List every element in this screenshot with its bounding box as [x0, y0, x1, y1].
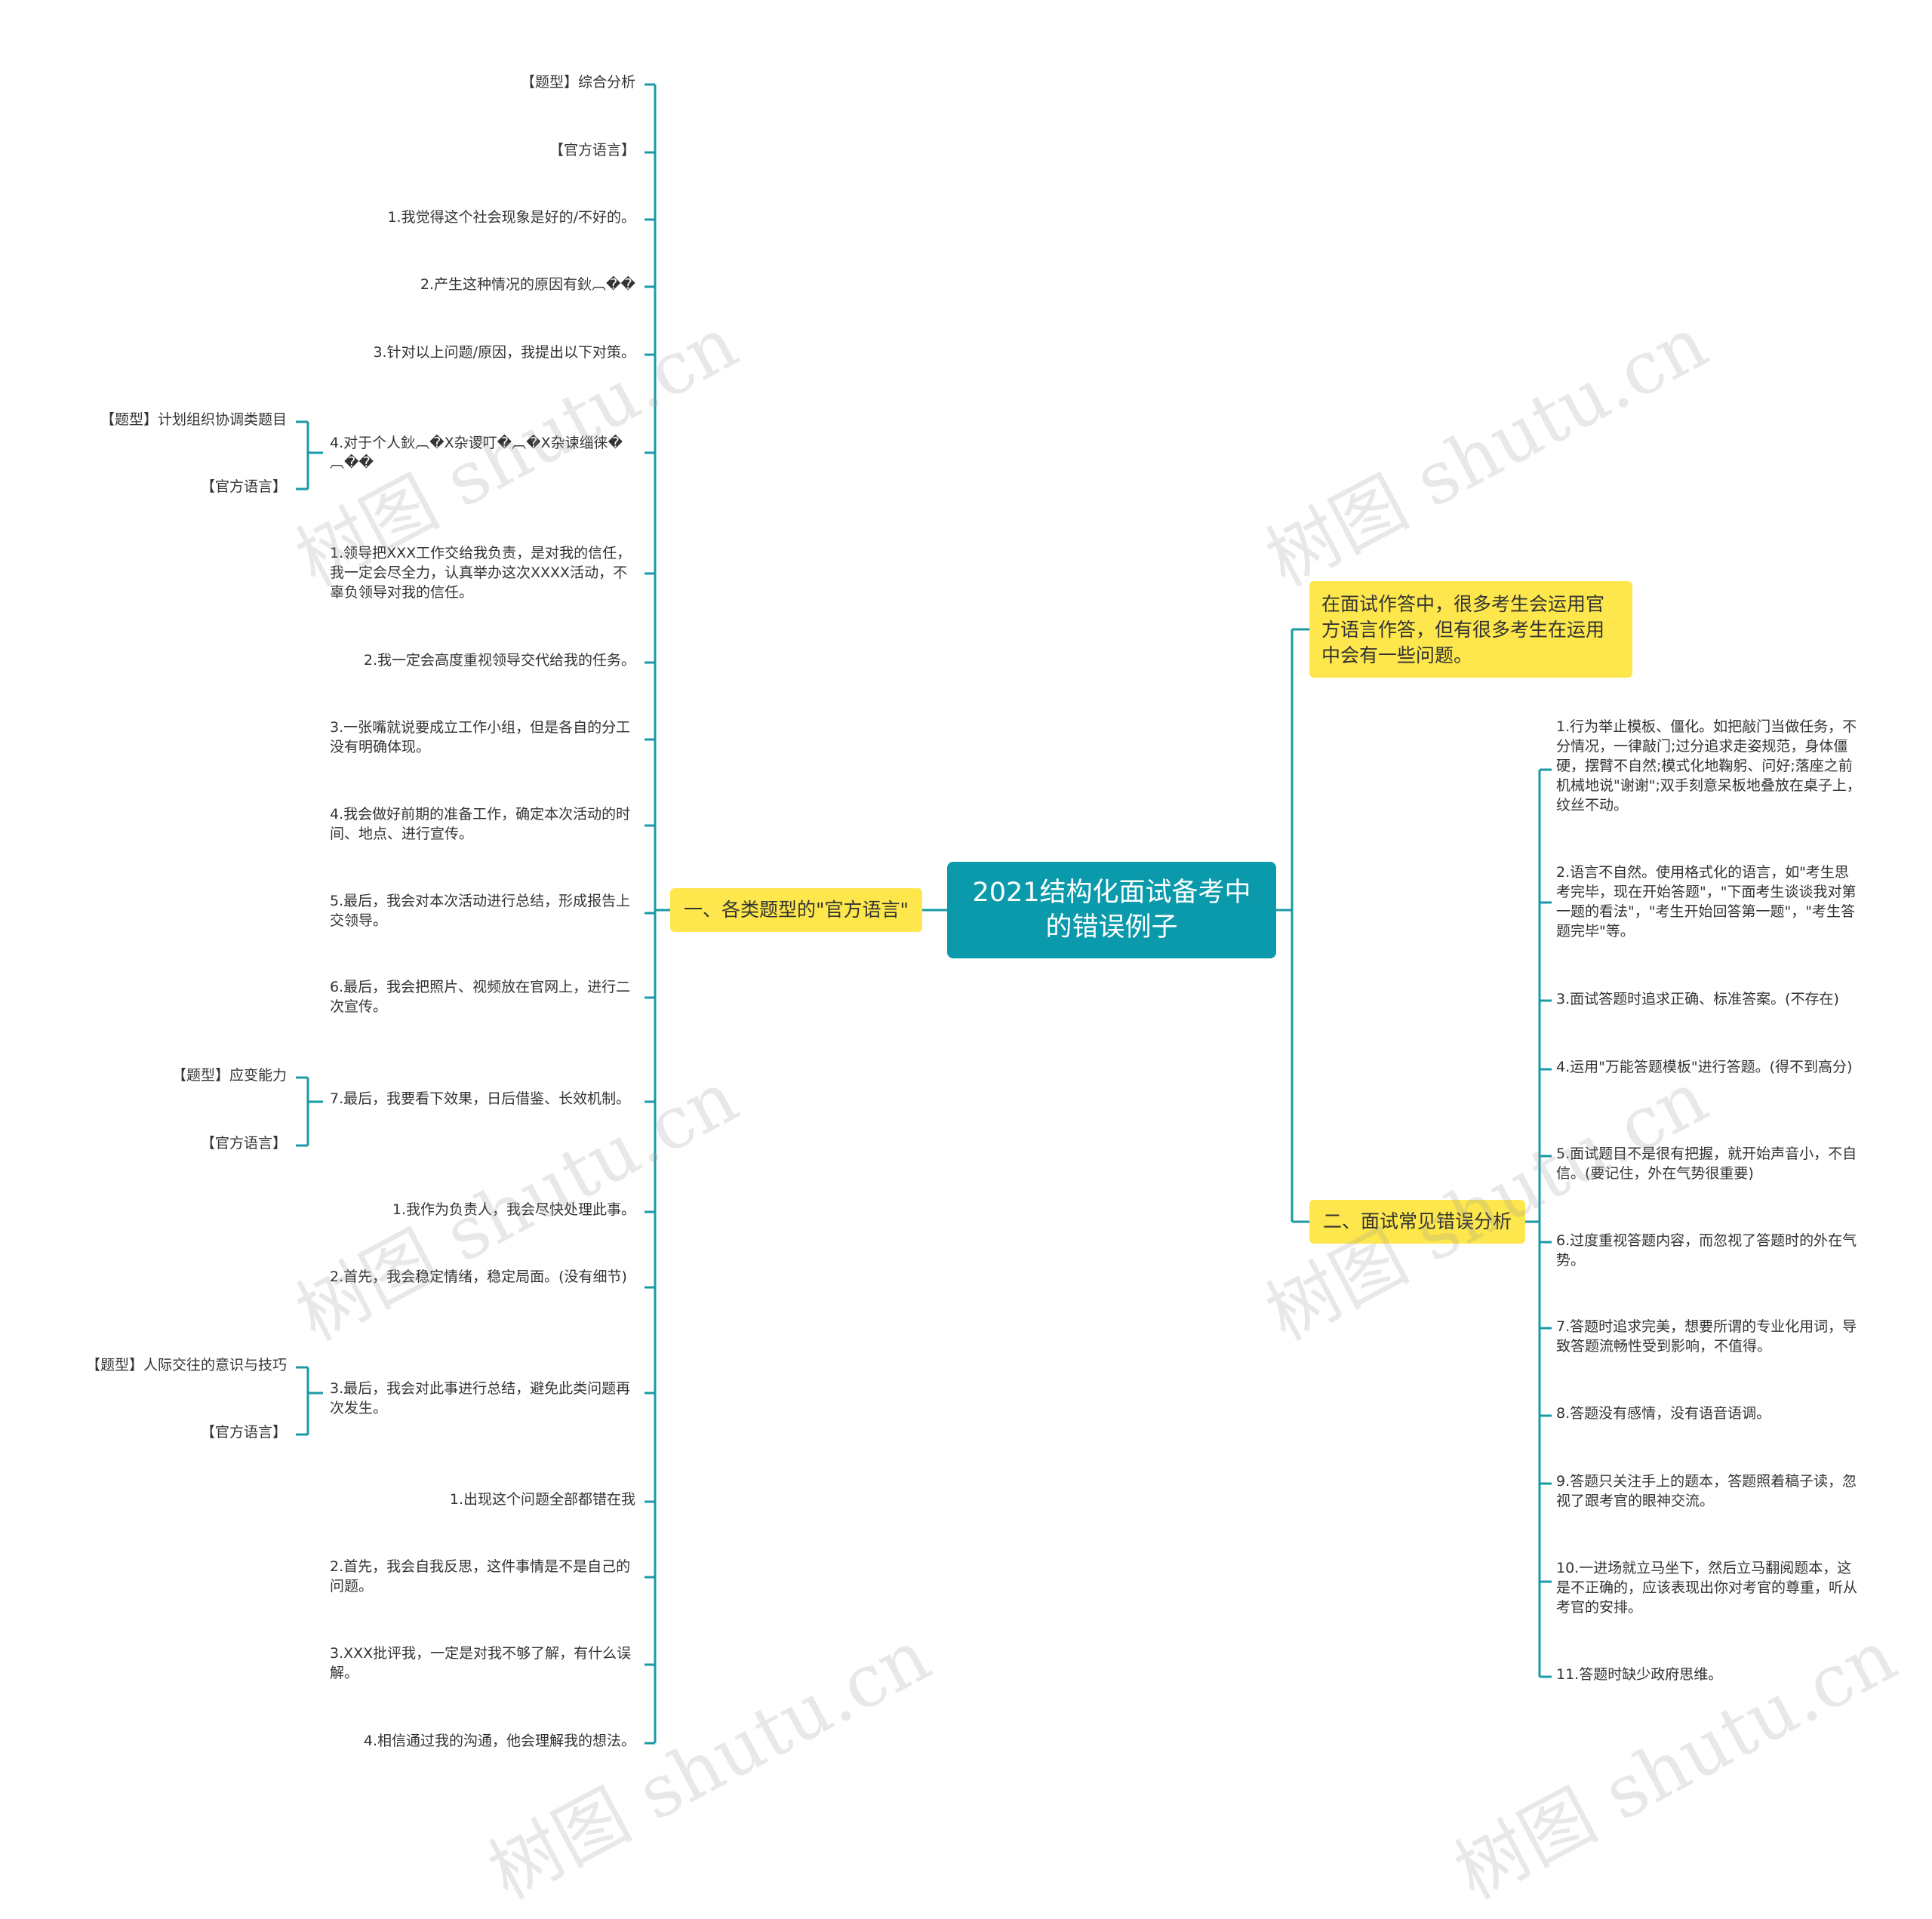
left-leaf[interactable]: 5.最后，我会对本次活动进行总结，形成报告上交领导。: [330, 893, 631, 929]
left-leaf[interactable]: 1.领导把XXX工作交给我负责，是对我的信任，我一定会尽全力，认真举办这次XXX…: [330, 545, 632, 601]
right-leaf[interactable]: 5.面试题目不是很有把握，就开始声音小，不自信。(要记住，外在气势很重要): [1556, 1146, 1857, 1182]
mindmap-connectors: [296, 83, 1552, 1745]
right-leaf[interactable]: 8.答题没有感情，没有语音语调。: [1556, 1405, 1771, 1422]
sub-leaf[interactable]: 【官方语言】: [200, 1424, 287, 1441]
right-top-label: 在面试作答中，很多考生会运用官方语言作答，但有很多考生在运用中会有一些问题。: [1321, 593, 1605, 666]
sub-leaf[interactable]: 【题型】计划组织协调类题目: [100, 411, 287, 428]
left-leaf[interactable]: 【题型】综合分析: [520, 74, 635, 91]
right-leaf[interactable]: 6.过度重视答题内容，而忽视了答题时的外在气势。: [1556, 1232, 1857, 1269]
right-branch-label: 二、面试常见错误分析: [1322, 1210, 1512, 1232]
left-leaf[interactable]: 7.最后，我要看下效果，日后借鉴、长效机制。: [330, 1090, 631, 1107]
left-leaf[interactable]: 4.我会做好前期的准备工作，确定本次活动的时间、地点、进行宣传。: [330, 806, 631, 842]
left-leaf[interactable]: 【官方语言】: [549, 142, 635, 158]
right-leaf[interactable]: 3.面试答题时追求正确、标准答案。(不存在): [1556, 991, 1839, 1007]
right-leaf[interactable]: 7.答题时追求完美，想要所谓的专业化用词，导致答题流畅性受到影响，不值得。: [1556, 1318, 1857, 1355]
right-leaf[interactable]: 9.答题只关注手上的题本，答题照着稿子读，忽视了跟考官的眼神交流。: [1556, 1473, 1857, 1509]
left-branch-label: 一、各类题型的"官方语言": [684, 899, 909, 921]
left-leaf[interactable]: 4.对于个人鈥︹�X杂谡叮�︹�X杂谏缁徕�︹��: [330, 435, 623, 471]
left-leaf[interactable]: 2.首先，我会稳定情绪，稳定局面。(没有细节): [330, 1269, 627, 1285]
right-branch-node[interactable]: 二、面试常见错误分析: [1309, 1200, 1525, 1244]
left-leaf[interactable]: 3.一张嘴就说要成立工作小组，但是各自的分工没有明确体现。: [330, 719, 631, 755]
right-leaf[interactable]: 11.答题时缺少政府思维。: [1556, 1666, 1723, 1683]
right-top-node[interactable]: 在面试作答中，很多考生会运用官方语言作答，但有很多考生在运用中会有一些问题。: [1309, 581, 1632, 678]
left-leaf[interactable]: 2.首先，我会自我反思，这件事情是不是自己的问题。: [330, 1558, 631, 1595]
left-leaf[interactable]: 2.产生这种情况的原因有鈥︹��: [420, 276, 635, 293]
sub-leaf[interactable]: 【官方语言】: [200, 1135, 287, 1152]
left-leaf[interactable]: 1.出现这个问题全部都错在我: [449, 1491, 635, 1508]
left-leaf[interactable]: 1.我作为负责人，我会尽快处理此事。: [392, 1201, 635, 1218]
sub-leaf[interactable]: 【官方语言】: [200, 478, 287, 495]
right-leaf[interactable]: 10.一进场就立马坐下，然后立马翻阅题本，这是不正确的，应该表现出你对考官的尊重…: [1556, 1560, 1858, 1616]
left-leaf[interactable]: 3.针对以上问题/原因，我提出以下对策。: [373, 344, 635, 361]
left-leaf[interactable]: 2.我一定会高度重视领导交代给我的任务。: [363, 652, 635, 669]
left-leaf[interactable]: 6.最后，我会把照片、视频放在官网上，进行二次宣传。: [330, 979, 631, 1015]
root-node[interactable]: 2021结构化面试备考中的错误例子: [947, 862, 1276, 958]
sub-leaf[interactable]: 【题型】人际交往的意识与技巧: [85, 1357, 287, 1373]
left-leaf[interactable]: 3.最后，我会对此事进行总结，避免此类问题再次发生。: [330, 1380, 631, 1416]
left-branch-node[interactable]: 一、各类题型的"官方语言": [670, 888, 922, 932]
left-leaf[interactable]: 1.我觉得这个社会现象是好的/不好的。: [387, 209, 635, 226]
left-leaf[interactable]: 4.相信通过我的沟通，他会理解我的想法。: [363, 1733, 635, 1749]
right-leaf[interactable]: 2.语言不自然。使用格式化的语言，如"考生思考完毕，现在开始答题"，"下面考生谈…: [1556, 864, 1857, 940]
root-title: 2021结构化面试备考中的错误例子: [972, 878, 1251, 943]
sub-leaf[interactable]: 【题型】应变能力: [171, 1067, 287, 1084]
right-leaf[interactable]: 4.运用"万能答题模板"进行答题。(得不到高分): [1556, 1059, 1853, 1075]
left-leaf[interactable]: 3.XXX批评我，一定是对我不够了解，有什么误解。: [330, 1645, 632, 1681]
right-leaf[interactable]: 1.行为举止模板、僵化。如把敲门当做任务，不分情况，一律敲门;过分追求走姿规范，…: [1556, 718, 1861, 813]
